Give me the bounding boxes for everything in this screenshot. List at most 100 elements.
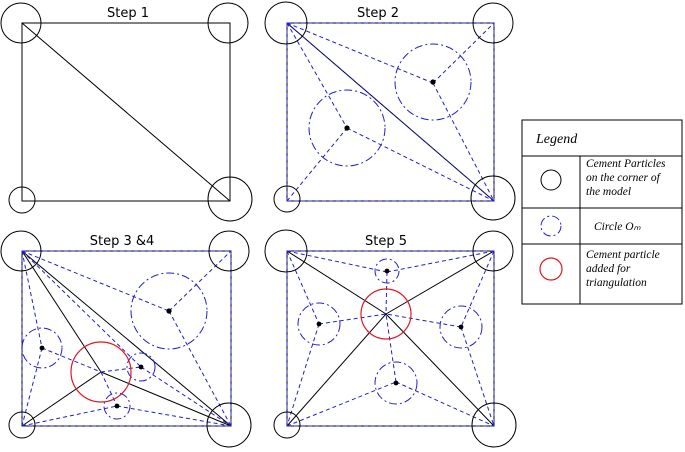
cement-particle (8, 411, 36, 439)
connection-line (385, 271, 388, 315)
connection-line (100, 371, 118, 407)
panel-title: Step 2 (357, 6, 399, 21)
connection-line (286, 22, 348, 129)
circle-center (430, 79, 436, 85)
connection-line (286, 250, 320, 325)
connection-line (386, 250, 495, 273)
legend-added-particle-icon (539, 257, 563, 281)
panel-step-1: Step 1 (0, 2, 253, 222)
cement-particle (208, 230, 250, 272)
panel-title: Step 5 (365, 234, 407, 249)
connection-line (100, 366, 142, 373)
panel-step-3-4: Step 3 &4 (0, 230, 252, 448)
cement-particle (207, 176, 253, 222)
circle-center (166, 308, 172, 314)
cement-particle (472, 230, 514, 272)
circle-center (39, 345, 45, 351)
connection-line (346, 127, 495, 202)
cement-particle (273, 185, 301, 213)
connection-line (168, 310, 232, 427)
circle-center (458, 324, 464, 330)
circle-center (393, 380, 399, 386)
legend-item-line: the model (586, 186, 631, 198)
connection-line (395, 381, 495, 427)
connection-line (168, 250, 232, 312)
circle-om (394, 43, 472, 121)
circle-om (374, 361, 418, 405)
connection-line (116, 405, 232, 427)
connection-line (286, 127, 348, 202)
legend-item-line: Cement particle (586, 249, 660, 261)
circle-om (374, 258, 400, 284)
legend-item-line: triangulation (586, 277, 647, 289)
cement-particle (206, 402, 252, 448)
connection-line (21, 250, 170, 312)
model-boundary (286, 22, 495, 202)
circle-center (344, 125, 350, 131)
triangulation-edge (100, 371, 232, 427)
cement-particle (471, 402, 517, 448)
connection-line (460, 250, 495, 328)
triangulation-edge (286, 250, 387, 315)
circle-center (114, 403, 120, 409)
cement-particle (8, 186, 36, 214)
connection-line (41, 347, 102, 373)
cement-particle (0, 2, 42, 44)
circle-center (316, 321, 322, 327)
legend-item-line: Cement Particles (586, 158, 666, 170)
circle-center (384, 268, 390, 274)
cement-particle (472, 2, 514, 44)
connection-line (286, 22, 495, 202)
connection-line (286, 22, 434, 84)
legend-item-line: Circle Oₘ (594, 221, 641, 233)
panel-title: Step 1 (107, 6, 149, 21)
connection-line (21, 405, 118, 427)
legend-circle-om-icon (540, 215, 562, 237)
connection-line (432, 82, 495, 202)
panel-step-2: Step 2 (264, 1, 516, 221)
legend-item-line: added for (586, 263, 631, 275)
connection-line (21, 250, 43, 349)
cement-particle (0, 230, 42, 272)
legend-header (521, 119, 683, 157)
connection-line (460, 326, 495, 427)
connection-line (385, 313, 462, 328)
panel-step-5: Step 5 (264, 229, 517, 448)
connection-line (286, 323, 320, 427)
circle-center (138, 364, 144, 370)
triangulation-edge (286, 313, 387, 427)
added-cement-particle (360, 288, 412, 340)
connection-line (318, 313, 387, 325)
model-boundary (21, 22, 231, 202)
circle-om (439, 305, 483, 349)
triangulation-edge (385, 313, 495, 427)
legend-item-line: on the corner of (586, 172, 662, 184)
connection-line (140, 366, 232, 427)
legend: Legend Cement Particles on the corner of… (521, 119, 683, 305)
panel-title: Step 3 &4 (90, 234, 155, 249)
cement-particle (207, 2, 249, 44)
circle-om (308, 89, 386, 167)
cement-particle (470, 175, 516, 221)
triangulation-edge (21, 250, 102, 373)
circle-om (126, 352, 156, 382)
cement-particle (264, 229, 308, 273)
legend-cement-particle-icon (540, 169, 562, 191)
added-cement-particle (70, 341, 132, 403)
cement-particle (273, 411, 301, 439)
triangulation-edge (385, 250, 495, 315)
connection-line (286, 250, 388, 273)
circle-om (297, 302, 341, 346)
triangulation-edge (21, 250, 232, 427)
circle-om (130, 272, 208, 350)
circle-om (103, 392, 131, 420)
cement-particle (264, 1, 308, 45)
circle-om (21, 327, 63, 369)
connection-line (432, 22, 495, 84)
connection-line (286, 381, 397, 427)
connection-line (385, 313, 397, 383)
diagonal-edge (21, 22, 231, 202)
legend-title: Legend (535, 132, 578, 147)
triangulation-edge (21, 371, 102, 427)
